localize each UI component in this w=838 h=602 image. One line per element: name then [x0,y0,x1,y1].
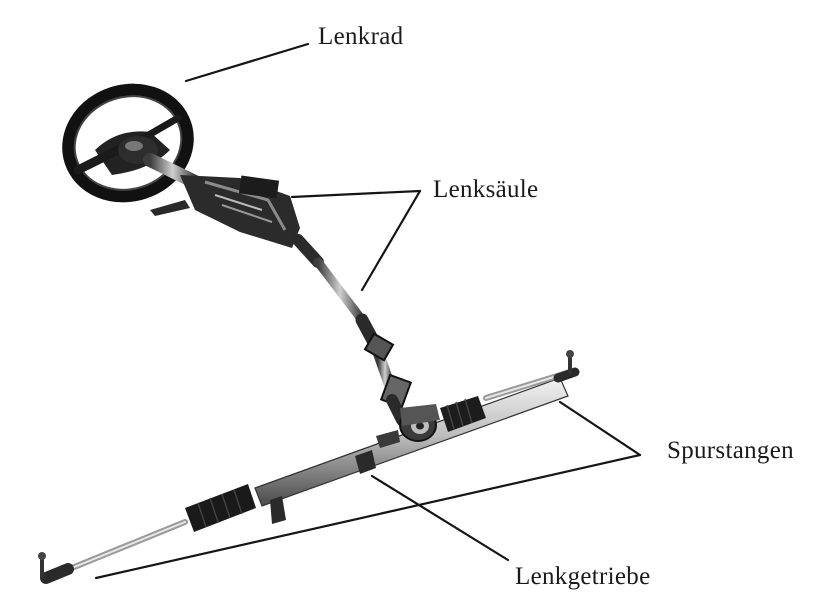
leader-steering-column-upper [292,191,420,197]
label-steering-column: Lenksäule [433,176,538,203]
leader-steering-column-lower [362,191,420,290]
steering-column [150,160,411,420]
tie-rods [38,350,575,578]
label-tie-rods: Spurstangen [667,437,794,464]
leader-steering-wheel [186,44,308,81]
label-steering-gear: Lenkgetriebe [515,563,650,590]
steering-gear [185,378,568,532]
leader-tie-rod-right [560,402,640,455]
leader-tie-rod-left [96,455,640,578]
steering-wheel [55,75,201,211]
label-steering-wheel: Lenkrad [318,23,404,50]
